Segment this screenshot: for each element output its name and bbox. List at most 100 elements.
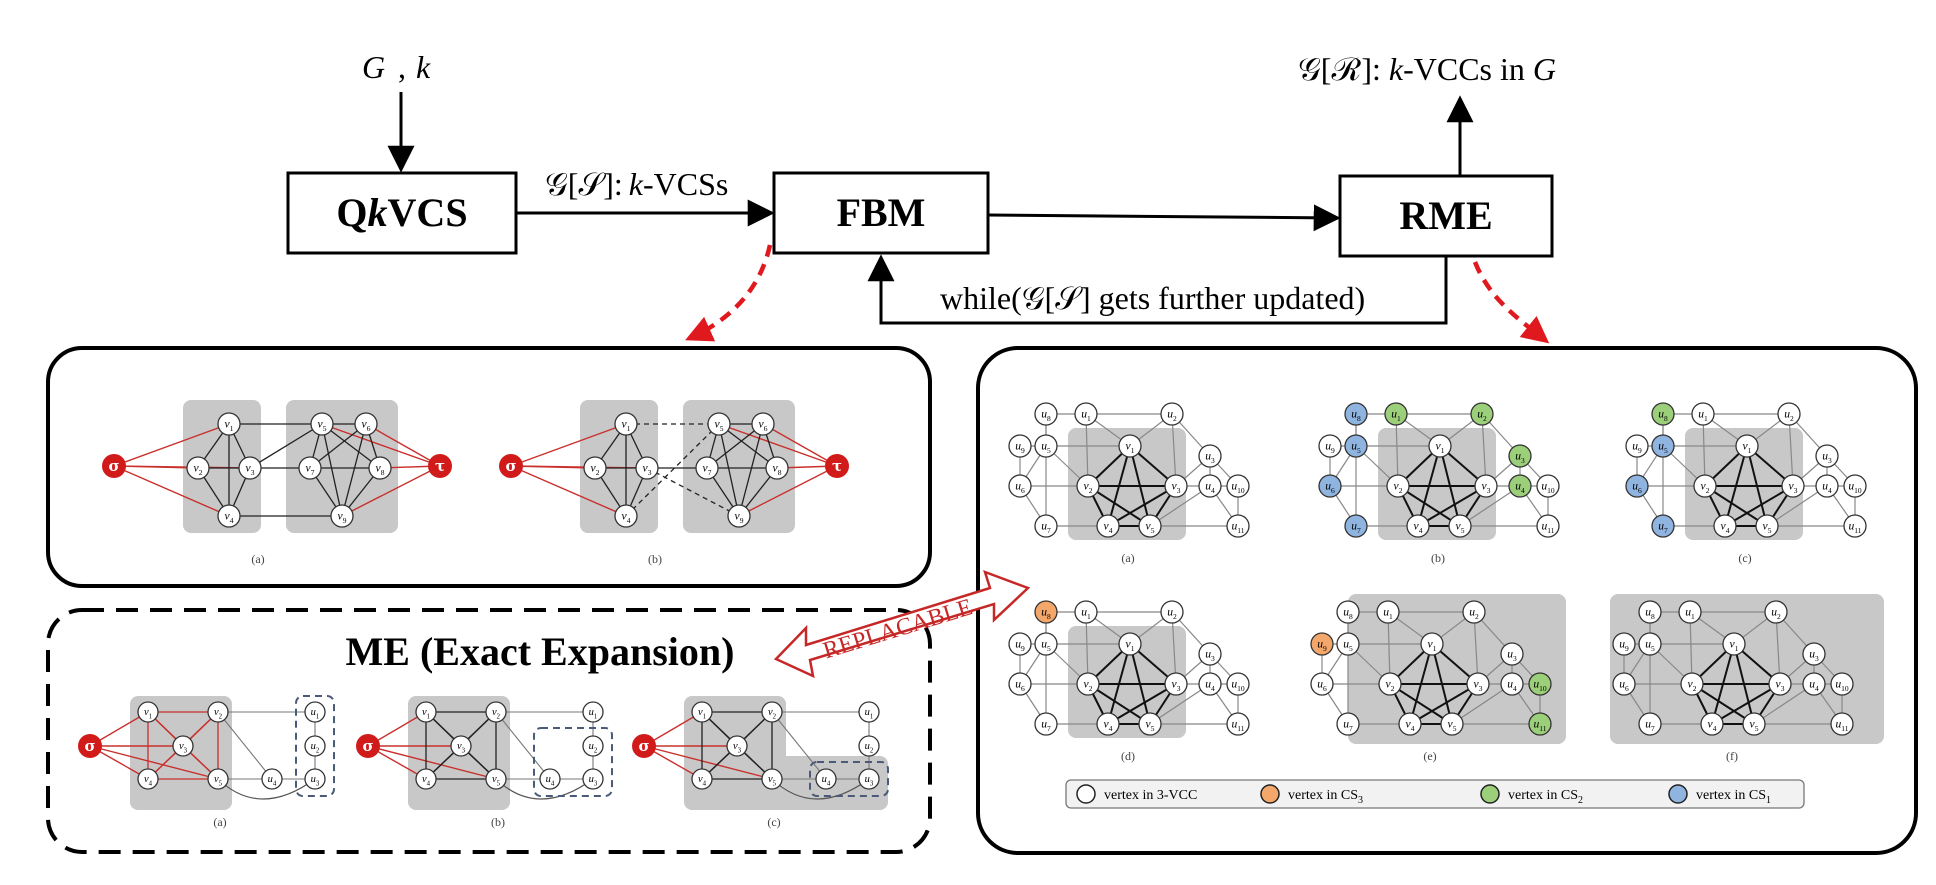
graph-node-u2 <box>1777 402 1801 426</box>
node-label: u9 <box>1619 638 1629 652</box>
qkvcs-box[interactable]: QkVCS <box>286 171 518 255</box>
graph-node-u4 <box>1198 672 1222 696</box>
graph-node-v3 <box>1466 672 1490 696</box>
node-label: u6 <box>1632 480 1642 494</box>
graph-edge <box>1451 683 1513 725</box>
graph-node-v2 <box>1378 672 1402 696</box>
graph-node-u11 <box>1843 514 1867 538</box>
graph-node-v1 <box>1118 434 1142 458</box>
source-node-label: σ <box>362 737 373 755</box>
node-label: u7 <box>1041 718 1051 732</box>
graph-edge <box>718 423 778 469</box>
graph-edge <box>738 465 838 517</box>
graph-node-v7 <box>695 456 719 480</box>
node-label: u9 <box>1317 638 1327 652</box>
node-label: u8 <box>1343 606 1353 620</box>
graph-edge <box>321 423 441 467</box>
legend-item: vertex in CS1 <box>1668 784 1771 806</box>
source-node-label: τ <box>435 457 445 475</box>
graph-node-v3 <box>1768 672 1792 696</box>
graph-node-u11 <box>1830 712 1854 736</box>
graph-node-u3 <box>858 768 880 790</box>
node-label: u3 <box>865 774 874 787</box>
node-label: u2 <box>1784 408 1794 422</box>
subfigure-label: (f) <box>1726 749 1738 763</box>
node-label: u4 <box>1809 678 1819 692</box>
graph-node-u9 <box>1008 632 1032 656</box>
graph-node-v4 <box>1398 712 1422 736</box>
fbm-to-rme-arrow <box>987 204 1341 232</box>
graph-node-v3 <box>1164 474 1188 498</box>
graph-edge <box>217 711 273 780</box>
node-label: u9 <box>1325 440 1335 454</box>
node-label: u4 <box>1515 480 1525 494</box>
graph-node-v9 <box>330 504 354 528</box>
graph-node-v2 <box>1076 672 1100 696</box>
node-label: v2 <box>1084 678 1093 692</box>
graph-node-v1 <box>1735 434 1759 458</box>
graph-edge <box>365 423 441 467</box>
node-label: u3 <box>1822 450 1832 464</box>
graph-node-u8 <box>1651 402 1675 426</box>
graph-node-v3 <box>450 735 472 757</box>
subfigure-label: (d) <box>1121 749 1135 763</box>
node-label: v2 <box>591 462 600 476</box>
subfigure-label: (a) <box>213 815 226 829</box>
source-node-label: σ <box>638 737 649 755</box>
graph-edge <box>89 745 219 780</box>
node-label: v3 <box>1776 678 1785 692</box>
node-label: v4 <box>144 774 153 787</box>
graph-node-u6 <box>1008 474 1032 498</box>
node-label: v5 <box>768 774 777 787</box>
source-node-label: σ <box>84 737 95 755</box>
red-dash-arrow-fbm <box>685 244 773 342</box>
graph-node-u3 <box>1802 642 1826 666</box>
node-label: v3 <box>643 462 652 476</box>
graph-edge <box>1087 485 1151 527</box>
graph-node-v4 <box>1096 514 1120 538</box>
rme-label: RME <box>1399 193 1492 238</box>
node-label: v6 <box>759 418 768 432</box>
graph-edge <box>367 745 497 780</box>
node-label: u7 <box>1351 520 1361 534</box>
node-label: u7 <box>1645 718 1655 732</box>
graph-node-u10 <box>1830 672 1854 696</box>
graph-node-v2 <box>186 456 210 480</box>
graph-node-u3 <box>582 768 604 790</box>
node-label: u8 <box>1645 606 1655 620</box>
node-label: u3 <box>1809 648 1819 662</box>
graph-node-v5 <box>1440 712 1464 736</box>
node-label: u1 <box>311 707 320 720</box>
source-node <box>78 734 102 758</box>
legend-swatch <box>1076 784 1096 804</box>
graph-node-u6 <box>1318 474 1342 498</box>
node-label: u6 <box>1317 678 1327 692</box>
node-label: v5 <box>318 418 327 432</box>
graph-node-v5 <box>310 412 334 436</box>
node-label: v2 <box>1688 678 1697 692</box>
legend-text: vertex in 3-VCC <box>1104 788 1197 803</box>
node-label: v3 <box>1789 480 1798 494</box>
node-label: u2 <box>1477 408 1487 422</box>
node-label: u3 <box>1205 450 1215 464</box>
graph-node-v5 <box>707 412 731 436</box>
graph-node-v1 <box>1118 632 1142 656</box>
graph-node-u2 <box>582 735 604 757</box>
graph-node-v5 <box>485 768 507 790</box>
fbm-box[interactable]: FBM <box>772 171 990 255</box>
node-label: u4 <box>268 774 277 787</box>
node-label: v7 <box>306 462 315 476</box>
node-label: u6 <box>1325 480 1335 494</box>
graph-edge <box>1481 413 1487 487</box>
rme-box[interactable]: RME <box>1338 174 1554 258</box>
graph-node-u9 <box>1625 434 1649 458</box>
node-label: u10 <box>1848 480 1862 494</box>
graph-node-u4 <box>1198 474 1222 498</box>
node-label: v1 <box>698 707 706 720</box>
node-label: u5 <box>1041 638 1051 652</box>
node-label: u1 <box>1685 606 1695 620</box>
node-label: v5 <box>1456 520 1465 534</box>
graph-node-u8 <box>1344 402 1368 426</box>
